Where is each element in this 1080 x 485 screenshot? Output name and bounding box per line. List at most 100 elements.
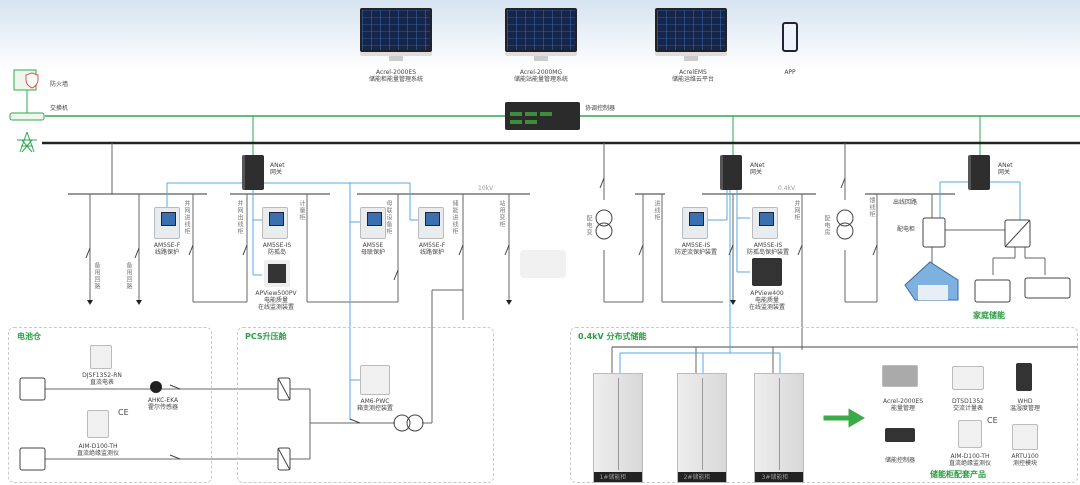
- device-desc: 线路保护: [154, 249, 180, 256]
- device-desc: 线路保护: [419, 249, 445, 256]
- protection-relay: [262, 207, 288, 239]
- switch-label: 交换机: [50, 105, 69, 112]
- cabinet-label: 馈线柜: [868, 197, 875, 218]
- protection-relay: [682, 207, 708, 239]
- device-desc: 电能质量: [263, 297, 289, 304]
- product-model: DTSD1352: [952, 398, 984, 405]
- gateway-name: ANet: [750, 162, 765, 169]
- device-model: AHKC-EKA: [147, 397, 179, 404]
- device-desc: 直流电表: [89, 379, 114, 386]
- system-name: Acrel-2000MG: [519, 69, 563, 76]
- monitor-acrel-2000es: [360, 8, 432, 61]
- ce-mark: CE: [118, 408, 129, 417]
- product-desc: 能量管理: [890, 405, 915, 412]
- device-model: AM5SE-F: [153, 242, 181, 249]
- product-desc: 交流计量表: [952, 405, 984, 412]
- protection-relay: [418, 207, 444, 239]
- battery-bay-panel: [8, 327, 212, 483]
- home-storage-title: 家庭储能: [973, 311, 1005, 320]
- device-model: AM5SE-IS: [753, 242, 783, 249]
- device-model: APView500PV: [255, 290, 297, 297]
- device-desc: 防逆流保护装置: [674, 249, 718, 256]
- product-image: [882, 365, 918, 387]
- device-model: AM5SE: [362, 242, 384, 249]
- gateway-desc: 网关: [750, 169, 763, 176]
- device-desc: 母联保护: [360, 249, 386, 256]
- product-image: [1012, 424, 1038, 450]
- products-title: 储能柜配套产品: [930, 470, 986, 479]
- lv-label: 0.4kV: [778, 185, 796, 192]
- pcs-bay-panel: [237, 327, 494, 483]
- product-image: [952, 366, 984, 390]
- box-transformer-controller: [360, 365, 390, 395]
- outgoing-label: 出线回路: [893, 199, 918, 206]
- gateway-device: [720, 155, 742, 190]
- house-icon: [904, 261, 959, 301]
- ce-mark: CE: [987, 416, 998, 425]
- device-desc: 霍尔传感器: [147, 404, 178, 411]
- cabinet-label: 并网进线柜: [183, 200, 190, 235]
- storage-cabinet: [677, 373, 727, 483]
- device-desc: 在线监测装置: [257, 304, 295, 311]
- gateway-desc: 网关: [998, 169, 1011, 176]
- cabinet-label: 备用回路: [93, 262, 100, 290]
- device-desc: 在线监测装置: [748, 304, 786, 311]
- device-model: AM5SE-IS: [681, 242, 711, 249]
- protection-relay: [752, 207, 778, 239]
- device-model: DJSF1352-RN: [82, 372, 122, 379]
- device-desc: 箱变测控装置: [356, 405, 394, 412]
- device-desc: 防孤岛: [267, 249, 287, 256]
- product-model: WHD: [1017, 398, 1033, 405]
- cabinet-label: 计量柜: [298, 200, 305, 221]
- power-quality-monitor: [264, 260, 290, 287]
- app-phone-icon: [782, 22, 798, 52]
- cabinet-label: 母联设备柜: [385, 200, 392, 235]
- cabinet-label: 进线柜: [653, 200, 660, 221]
- product-image: [885, 428, 915, 442]
- storage-cabinet: [754, 373, 804, 483]
- device-model: AM5SE-F: [418, 242, 446, 249]
- device-desc: 直流绝缘监测仪: [76, 450, 120, 457]
- product-model: ARTU100: [1011, 453, 1039, 460]
- firewall-label: 防火墙: [50, 81, 69, 88]
- room-label: 配电房: [823, 215, 830, 236]
- distributed-title: 0.4kV 分布式储能: [578, 332, 647, 341]
- device-desc: 电能质量: [754, 297, 780, 304]
- product-model: Acrel-2000ES: [882, 398, 924, 405]
- system-name: AcrelEMS: [679, 69, 707, 76]
- product-image: [958, 420, 982, 448]
- cabinet-name: 3#储能柜: [761, 474, 789, 481]
- insulation-monitor: [87, 410, 109, 438]
- dc-meter: [90, 345, 112, 369]
- product-desc: 储能控制器: [884, 457, 916, 464]
- placeholder-box: [520, 250, 566, 278]
- device-model: AM6-PWC: [360, 398, 390, 405]
- system-name: Acrel-2000ES: [375, 69, 417, 76]
- monitor-acrelems: [655, 8, 727, 61]
- product-model: AIM-D100-TH: [950, 453, 990, 460]
- cabinet-label: 储能进线柜: [451, 200, 458, 235]
- device-model: AM5SE-IS: [262, 242, 292, 249]
- device-desc: 防孤岛保护装置: [746, 249, 790, 256]
- system-name: APP: [784, 69, 796, 76]
- gateway-name: ANet: [998, 162, 1013, 169]
- cabinet-label: 并网柜: [793, 200, 800, 221]
- system-desc: 储能运维云平台: [671, 76, 715, 83]
- protection-relay: [360, 207, 386, 239]
- system-desc: 储能站能量管理系统: [513, 76, 569, 83]
- transformer-label: 配电变: [585, 215, 592, 236]
- cabinet-name: 2#储能柜: [683, 474, 711, 481]
- device-model: APView400: [750, 290, 784, 297]
- storage-cabinet: [593, 373, 643, 483]
- battery-bay-title: 电池仓: [17, 332, 41, 341]
- panel-label: 配电柜: [897, 226, 916, 233]
- device-model: AIM-D100-TH: [78, 443, 118, 450]
- hv-label: 10kV: [478, 185, 494, 192]
- hall-sensor-icon: [150, 381, 162, 393]
- power-quality-monitor: [752, 258, 782, 286]
- distributed-storage-panel: [570, 327, 1078, 483]
- cabinet-label: 备用回路: [125, 262, 132, 290]
- cabinet-name: 1#储能柜: [599, 474, 627, 481]
- pcs-bay-title: PCS升压舱: [245, 332, 287, 341]
